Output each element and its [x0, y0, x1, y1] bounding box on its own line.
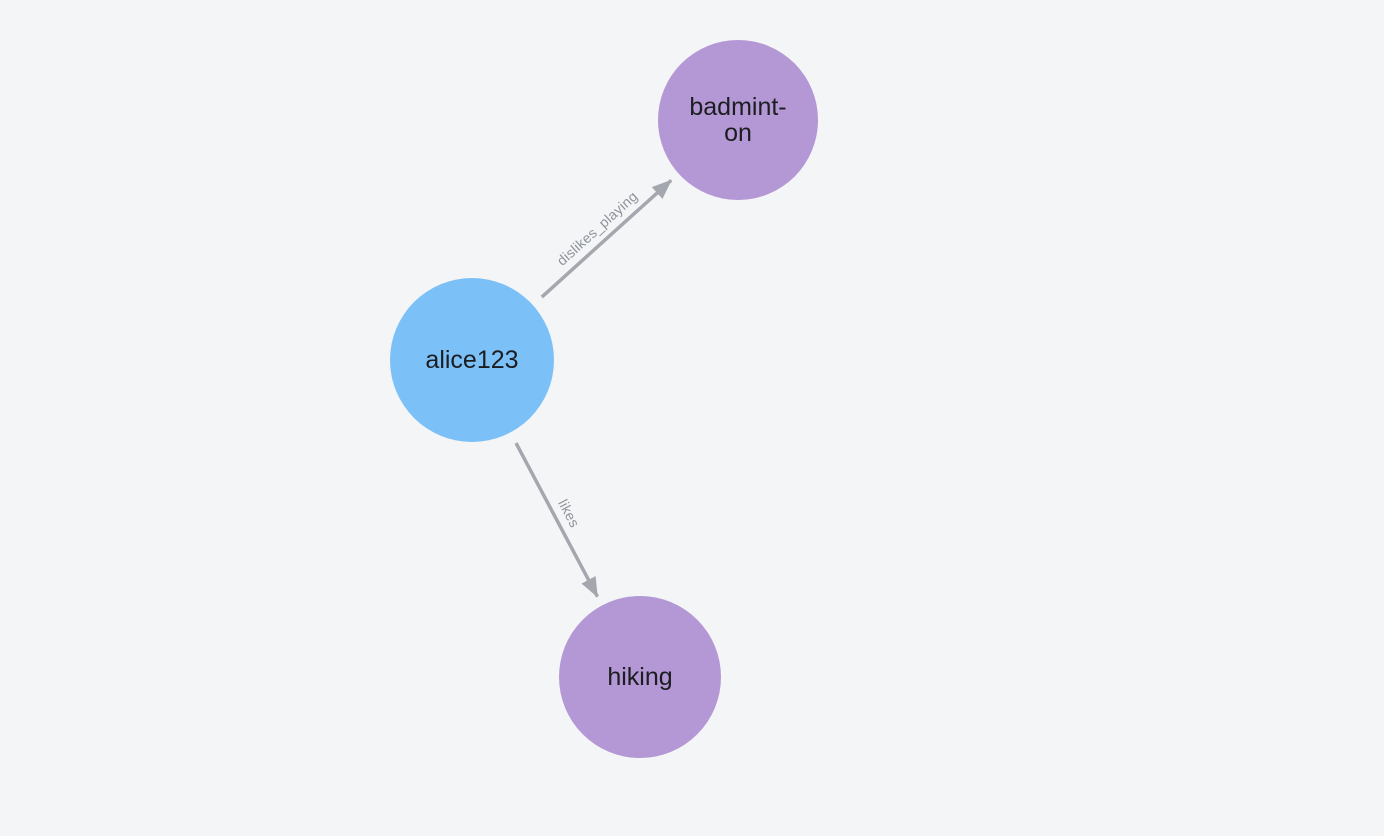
node-label-alice123: alice123: [425, 346, 518, 374]
node-label-badminton: badmint-on: [689, 93, 786, 147]
node-label-line: alice123: [425, 346, 518, 374]
node-label-hiking: hiking: [607, 663, 672, 691]
node-label-line: badmint-: [689, 93, 786, 121]
node-label-line: on: [724, 119, 752, 147]
edge-alice123-badminton[interactable]: [540, 178, 673, 299]
node-alice123[interactable]: [390, 278, 554, 442]
edge-label-alice123-badminton: dislikes_playing: [554, 188, 641, 269]
node-label-line: hiking: [607, 663, 672, 691]
node-hiking[interactable]: [559, 596, 721, 758]
edge-alice123-hiking[interactable]: [514, 442, 599, 598]
node-badminton[interactable]: [658, 40, 818, 200]
